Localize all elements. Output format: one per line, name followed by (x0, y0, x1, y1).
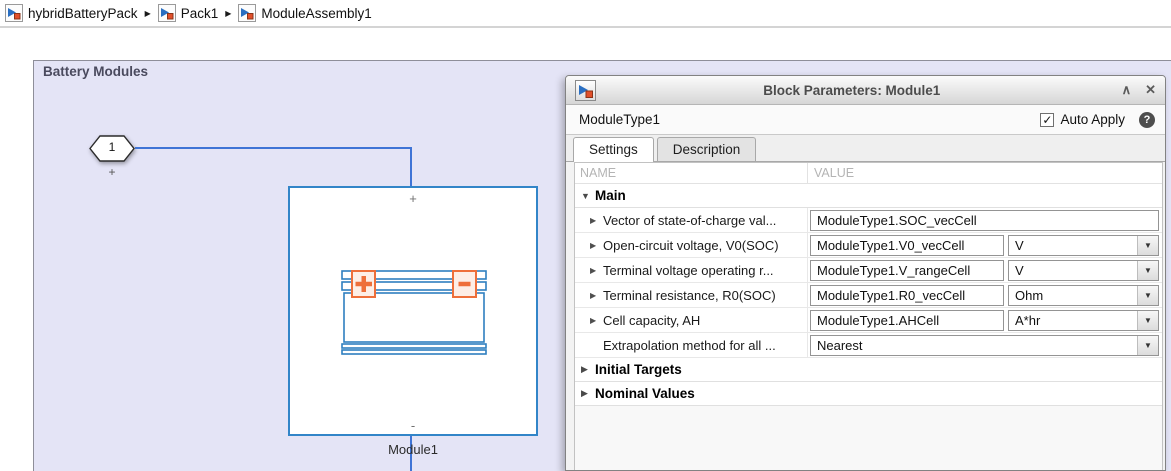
v-range-unit-dropdown[interactable]: V ▼ (1008, 259, 1159, 281)
input-port-1[interactable]: 1 (89, 135, 135, 162)
param-row-open-circuit-voltage: ▶ Open-circuit voltage, V0(SOC) ModuleTy… (575, 233, 1162, 258)
expand-arrow-icon[interactable]: ▶ (581, 364, 588, 374)
table-header: NAME VALUE (575, 163, 1162, 184)
param-label: Open-circuit voltage, V0(SOC) (603, 237, 779, 253)
port-plus-label: + (108, 165, 116, 179)
area-title: Battery Modules (43, 64, 149, 79)
collapse-arrow-icon[interactable]: ▼ (581, 190, 590, 201)
dialog-titlebar[interactable]: Block Parameters: Module1 ∧ ✕ (566, 76, 1165, 105)
expand-arrow-icon[interactable]: ▶ (590, 290, 597, 300)
port-number: 1 (108, 140, 116, 154)
param-label: Terminal resistance, R0(SOC) (603, 287, 776, 303)
v0-input[interactable]: ModuleType1.V0_vecCell (810, 234, 1004, 256)
signal-wire[interactable] (135, 147, 412, 149)
block-plus-port-label: + (409, 191, 417, 206)
param-row-cell-capacity: ▶ Cell capacity, AH ModuleType1.AHCell A… (575, 308, 1162, 333)
collapse-dialog-icon[interactable]: ∧ (1121, 82, 1132, 97)
param-label: Vector of state-of-charge val... (603, 212, 777, 228)
param-row-terminal-resistance: ▶ Terminal resistance, R0(SOC) ModuleTyp… (575, 283, 1162, 308)
name-column-header: NAME (575, 163, 808, 183)
battery-icon (341, 270, 487, 360)
breadcrumb-label[interactable]: Pack1 (180, 5, 219, 21)
breadcrumb-label[interactable]: hybridBatteryPack (28, 5, 138, 21)
ah-unit-dropdown[interactable]: A*hr ▼ (1008, 309, 1159, 331)
breadcrumb: hybridBatteryPack ▶ Pack1 ▶ ModuleAssemb… (0, 0, 1171, 28)
section-initial-targets[interactable]: ▶ Initial Targets (575, 358, 1162, 382)
dropdown-arrow-icon[interactable]: ▼ (1137, 285, 1158, 305)
expand-arrow-icon[interactable]: ▶ (581, 388, 588, 398)
dialog-subheader: ModuleType1 ✓ Auto Apply ? (566, 105, 1165, 135)
breadcrumb-separator-icon: ▶ (225, 8, 232, 18)
expand-arrow-icon[interactable]: ▶ (590, 315, 597, 325)
block-minus-port-label: - (410, 418, 416, 433)
section-main[interactable]: ▼ Main (575, 184, 1162, 208)
dialog-tabbar: Settings Description (566, 135, 1165, 162)
breadcrumb-separator-icon: ▶ (144, 8, 151, 18)
tab-description[interactable]: Description (656, 137, 757, 161)
extrapolation-method-dropdown[interactable]: Nearest ▼ (810, 334, 1159, 356)
param-label: Cell capacity, AH (603, 312, 701, 328)
dropdown-arrow-icon[interactable]: ▼ (1137, 235, 1158, 255)
tab-settings[interactable]: Settings (573, 137, 654, 162)
auto-apply-label: Auto Apply (1060, 112, 1125, 127)
dialog-title: Block Parameters: Module1 (763, 82, 941, 98)
subsystem-icon (5, 4, 23, 22)
block-parameters-dialog: Block Parameters: Module1 ∧ ✕ ModuleType… (565, 75, 1166, 471)
module1-block[interactable]: + (288, 186, 538, 436)
module-type-name: ModuleType1 (579, 112, 661, 127)
param-label: Extrapolation method for all ... (603, 337, 776, 353)
breadcrumb-item-moduleassembly1[interactable]: ModuleAssembly1 (238, 4, 372, 22)
breadcrumb-item-pack1[interactable]: Pack1 (157, 4, 219, 22)
signal-wire[interactable] (410, 435, 412, 471)
auto-apply-checkbox[interactable]: ✓ (1040, 112, 1055, 127)
close-dialog-icon[interactable]: ✕ (1145, 82, 1156, 97)
section-nominal-values[interactable]: ▶ Nominal Values (575, 382, 1162, 406)
ah-input[interactable]: ModuleType1.AHCell (810, 309, 1004, 331)
v-range-input[interactable]: ModuleType1.V_rangeCell (810, 259, 1004, 281)
subsystem-icon (157, 4, 176, 22)
block-icon (575, 79, 596, 101)
value-column-header: VALUE (814, 166, 855, 180)
r0-input[interactable]: ModuleType1.R0_vecCell (810, 284, 1004, 306)
v0-unit-dropdown[interactable]: V ▼ (1008, 234, 1159, 256)
table-empty-area (575, 406, 1162, 470)
r0-unit-dropdown[interactable]: Ohm ▼ (1008, 284, 1159, 306)
parameter-table: NAME VALUE ▼ Main ▶ Vector of state-of-c… (574, 162, 1163, 470)
param-row-soc-vector: ▶ Vector of state-of-charge val... Modul… (575, 208, 1162, 233)
param-row-terminal-voltage-range: ▶ Terminal voltage operating r... Module… (575, 258, 1162, 283)
subsystem-icon (238, 4, 257, 22)
breadcrumb-item-model[interactable]: hybridBatteryPack (5, 4, 138, 22)
soc-vector-input[interactable]: ModuleType1.SOC_vecCell (810, 209, 1159, 231)
param-label: Terminal voltage operating r... (603, 262, 774, 278)
dropdown-arrow-icon[interactable]: ▼ (1137, 260, 1158, 280)
dropdown-arrow-icon[interactable]: ▼ (1137, 310, 1158, 330)
expand-arrow-icon[interactable]: ▶ (590, 265, 597, 275)
param-row-extrapolation-method: Extrapolation method for all ... Nearest… (575, 333, 1162, 358)
expand-arrow-icon[interactable]: ▶ (590, 240, 597, 250)
block-name-label[interactable]: Module1 (388, 442, 438, 457)
expand-arrow-icon[interactable]: ▶ (590, 215, 597, 225)
signal-wire[interactable] (410, 148, 412, 187)
breadcrumb-label[interactable]: ModuleAssembly1 (261, 5, 372, 21)
help-icon[interactable]: ? (1139, 111, 1155, 128)
dropdown-arrow-icon[interactable]: ▼ (1137, 335, 1158, 355)
